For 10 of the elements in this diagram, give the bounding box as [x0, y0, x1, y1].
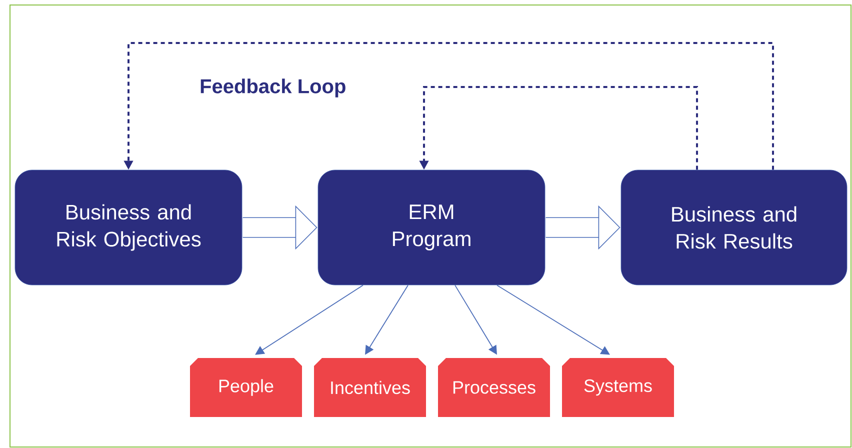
tab-box: Systems — [562, 358, 674, 417]
tab-box: Processes — [438, 358, 550, 417]
tab-box: People — [190, 358, 302, 417]
tab-box: Incentives — [314, 358, 426, 417]
process-box: Business and Risk Results — [620, 170, 848, 286]
process-box: ERM Program — [318, 170, 546, 286]
arrow — [255, 284, 364, 355]
arrow — [496, 284, 610, 355]
loop-label: Feedback Loop — [200, 78, 346, 98]
process-box: Business and Risk Objectives — [14, 170, 242, 286]
